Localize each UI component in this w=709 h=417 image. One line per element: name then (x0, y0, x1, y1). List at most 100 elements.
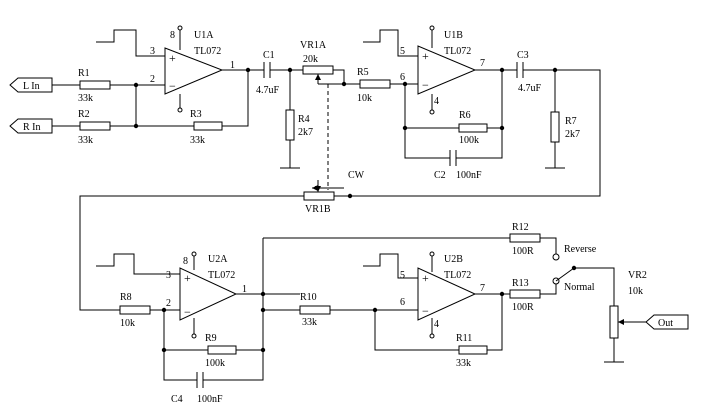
junction (402, 125, 408, 131)
wire-u2b-plus-ground (363, 253, 418, 279)
junction (245, 67, 251, 73)
vr1a-wiper-arrow (315, 74, 321, 80)
u2b-supply-dot-bottom (429, 333, 435, 339)
u2a-pin-minus: 2 (166, 298, 171, 309)
junction (499, 125, 505, 131)
u1a-minus-sign: − (169, 79, 176, 93)
u1b-ref: U1B (444, 30, 463, 41)
r11-value: 33k (456, 358, 471, 369)
u2a-part: TL072 (208, 270, 235, 281)
resistor-r8 (119, 305, 151, 315)
u1a-pin-minus: 2 (150, 74, 155, 85)
u2b-part: TL072 (444, 270, 471, 281)
c2-value: 100nF (456, 170, 482, 181)
r6-value: 100k (459, 135, 479, 146)
resistor-r9 (207, 345, 237, 355)
wire-u1a-plus-ground (96, 29, 165, 57)
r9-ref: R9 (205, 333, 217, 344)
vr2-ref: VR2 (628, 270, 647, 281)
u1a-part: TL072 (194, 46, 221, 57)
junction (133, 123, 139, 129)
opamp-u1a (164, 47, 224, 95)
u1b-pin-minus: 6 (400, 72, 405, 83)
vr2-value: 10k (628, 286, 643, 297)
u1a-ref: U1A (194, 30, 214, 41)
u1b-part: TL072 (444, 46, 471, 57)
stage-u1b: + − U1B TL072 5 6 7 4 R6 100k C2 100nF C… (350, 25, 601, 197)
vr1a-value: 20k (303, 54, 318, 65)
switch-contact-reverse (552, 253, 560, 261)
resistor-r10 (299, 305, 331, 315)
r10-value: 33k (302, 317, 317, 328)
port-out-label: Out (658, 318, 673, 329)
junction (347, 193, 353, 199)
r3-value: 33k (190, 135, 205, 146)
pot-vr1b (303, 191, 335, 201)
junction (161, 307, 167, 313)
u1a-pin-v: 8 (170, 30, 175, 41)
u2b-pin-plus: 5 (400, 270, 405, 281)
opamp-u1b (417, 45, 477, 95)
junction (499, 291, 505, 297)
r8-ref: R8 (120, 292, 132, 303)
capacitor-c2 (449, 150, 457, 166)
stage-u2a: + − R8 10k U2A TL072 3 2 1 8 R9 100k C4 … (96, 237, 541, 405)
junction (499, 67, 505, 73)
pot-vr2 (609, 305, 619, 339)
r7-value: 2k7 (565, 129, 580, 140)
resistor-r3 (193, 121, 223, 131)
resistor-r6 (458, 123, 488, 133)
u2b-pin-out: 7 (480, 283, 485, 294)
u1b-supply-dot-bottom (429, 109, 435, 115)
r12-ref: R12 (512, 222, 529, 233)
r4-ref: R4 (298, 114, 310, 125)
r13-value: 100R (512, 302, 534, 313)
u1b-plus-sign: + (422, 49, 429, 63)
u1a-plus-sign: + (169, 51, 176, 65)
capacitor-c4 (196, 372, 204, 388)
r1-ref: R1 (78, 68, 90, 79)
u1b-supply-dot-top (429, 25, 435, 31)
r11-ref: R11 (456, 333, 472, 344)
u2b-minus-sign: − (422, 304, 429, 318)
junction (402, 81, 408, 87)
junction (260, 347, 266, 353)
junction (161, 347, 167, 353)
r8-value: 10k (120, 318, 135, 329)
u2b-pin-v: 4 (434, 319, 439, 330)
u2a-pin-out: 1 (242, 284, 247, 295)
junction (260, 291, 266, 297)
capacitor-c1 (263, 62, 271, 78)
r6-ref: R6 (459, 110, 471, 121)
u1a-supply-dot-top (177, 25, 183, 31)
u1a-pin-plus: 3 (150, 46, 155, 57)
stage-u1a: L In R In + − R1 33k R2 33k R3 33k U1A T… (9, 25, 264, 146)
stage-coupling-1: C1 4.7uF VR1A 20k R4 2k7 R5 10k (256, 40, 405, 190)
wire-switch-vr2 (574, 267, 624, 363)
wire-u2a-out (236, 237, 541, 295)
u2b-pin-minus: 6 (400, 297, 405, 308)
junction (133, 82, 139, 88)
u1b-pin-v: 4 (434, 96, 439, 107)
vr1b-ref: VR1B (305, 204, 331, 215)
c4-value: 100nF (197, 394, 223, 405)
r5-ref: R5 (357, 67, 369, 78)
port-out (645, 314, 689, 330)
r1-value: 33k (78, 93, 93, 104)
pot-vr1b-group: CW VR1B (79, 170, 365, 311)
resistor-r7 (550, 111, 560, 143)
pot-vr1a (302, 65, 334, 75)
u2a-ref: U2A (208, 254, 228, 265)
wire-r7 (545, 70, 565, 169)
u2b-plus-sign: + (422, 271, 429, 285)
r9-value: 100k (205, 358, 225, 369)
switch-reverse-label: Reverse (564, 244, 597, 255)
resistor-r5 (359, 79, 391, 89)
r2-value: 33k (78, 135, 93, 146)
switch-lever (555, 267, 575, 282)
c3-value: 4.7uF (518, 83, 542, 94)
r7-ref: R7 (565, 116, 577, 127)
r5-value: 10k (357, 93, 372, 104)
r12-value: 100R (512, 246, 534, 257)
